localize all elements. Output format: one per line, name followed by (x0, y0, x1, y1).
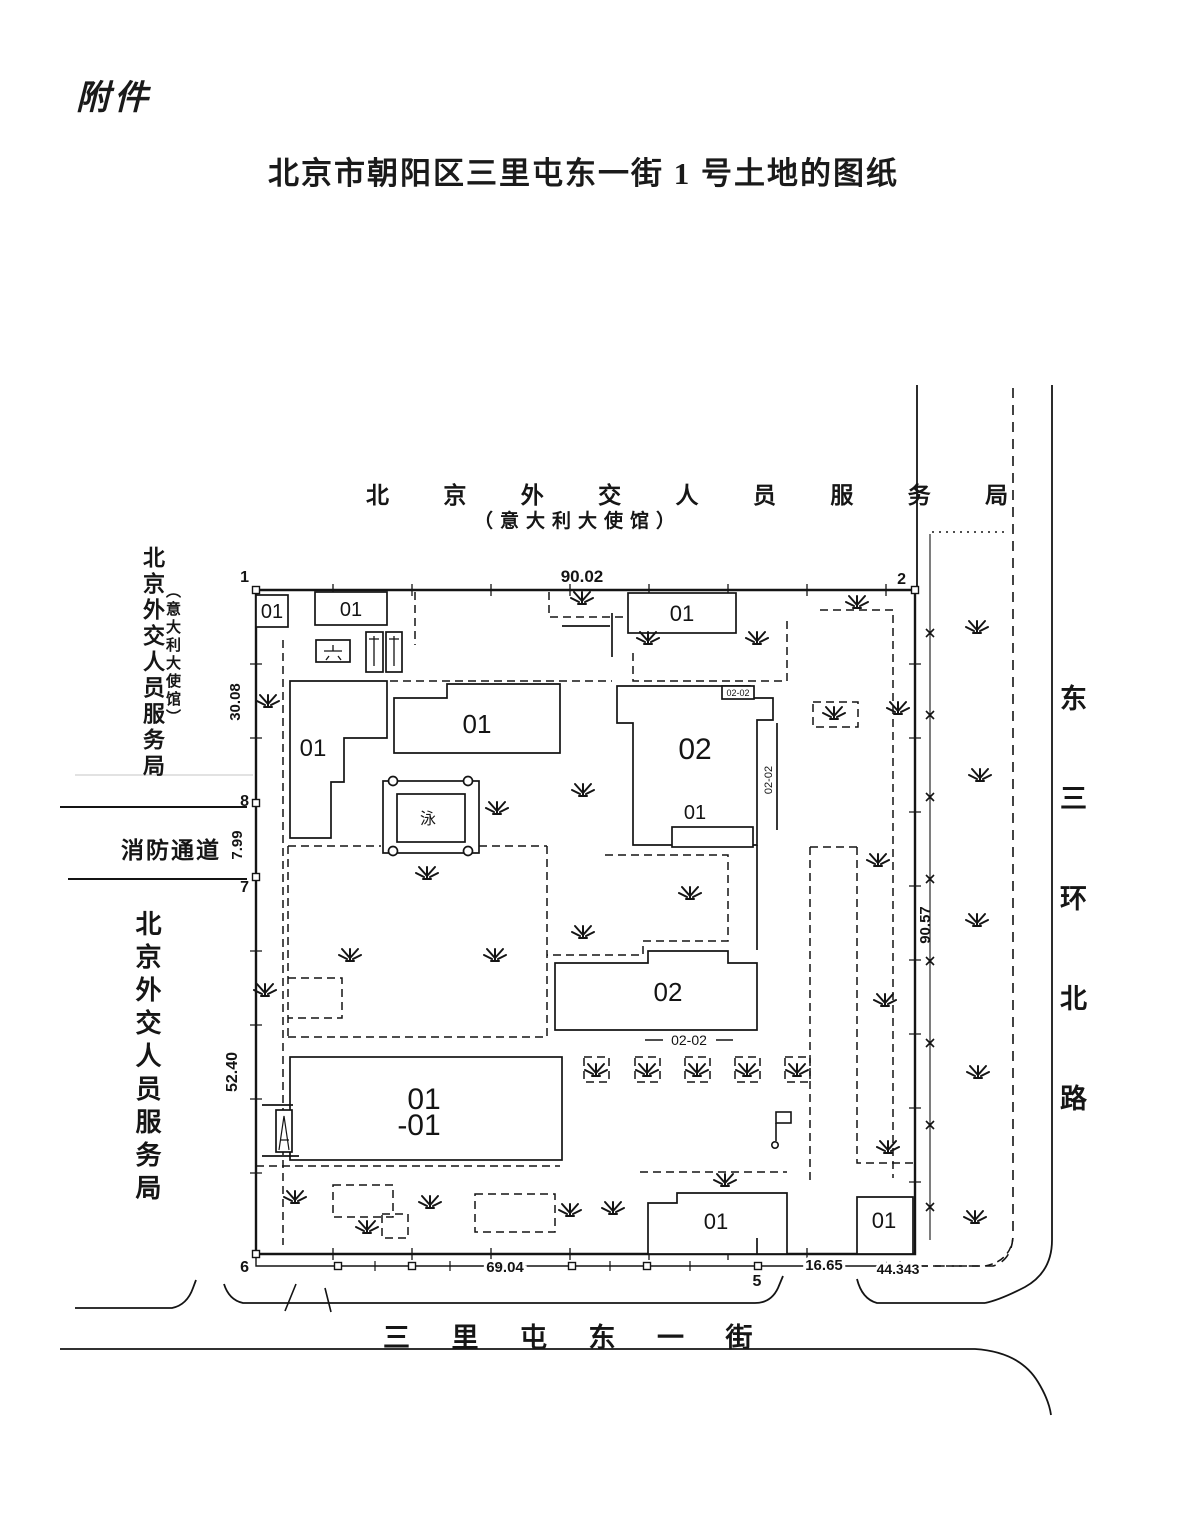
dim-bottom-mid: 16.65 (805, 1257, 843, 1274)
fire-lane-label: 消防通道 (121, 837, 221, 863)
attachment-label: 附件 (76, 80, 152, 117)
dim-bottom-right: 44.343 (877, 1261, 920, 1277)
parcel-boundary (250, 584, 921, 1271)
point-2: 2 (897, 571, 906, 588)
building-label-01-a: 01 (261, 601, 283, 623)
road-lines (60, 385, 1053, 1416)
building-label-minus01: -01 (397, 1109, 440, 1142)
dim-right: 90.57 (917, 906, 934, 944)
dim-left-mid: 7.99 (229, 830, 246, 859)
dim-left-lower: 52.40 (224, 1052, 241, 1092)
building-label-01-g: 01 (463, 709, 492, 739)
street-label-sanlitun: 三 里 屯 东 一 街 (383, 1323, 770, 1353)
dim-top: 90.02 (561, 567, 604, 586)
unit-0202-lower-label: 02-02 (671, 1032, 707, 1048)
road-label-east-third-ring: 东三环北路 (1056, 684, 1086, 1184)
point-6: 6 (240, 1259, 249, 1276)
point-7: 7 (240, 879, 249, 896)
pool-label: 泳 (420, 810, 436, 828)
building-label-01-b: 01 (340, 599, 362, 621)
building-label-01-basement-top: 01 (407, 1083, 440, 1116)
building-label-01-f: 01 (300, 735, 327, 762)
point-8: 8 (240, 793, 249, 810)
building-label-01-south: 01 (704, 1209, 728, 1234)
building-label-01-e: 01 (670, 601, 694, 626)
building-label-02-upper: 02 (678, 733, 711, 766)
dim-bottom-left: 69.04 (486, 1259, 524, 1276)
flag-marker (770, 1111, 792, 1150)
point-5: 5 (753, 1273, 762, 1290)
unit-0202-corridor-label: 02-02 (763, 766, 775, 794)
neighbor-label-left-org-upper-sub: （意大利大使馆） (164, 583, 181, 727)
neighbor-label-left-org-lower: 北京外交人员服务局 (132, 910, 162, 1207)
unit-0202-box-label: 02-02 (726, 688, 749, 698)
buildings (255, 591, 914, 1255)
dashed-fences (256, 592, 1014, 1267)
point-1: 1 (240, 569, 249, 586)
neighbor-label-top-org: 北 京 外 交 人 员 服 务 局 (366, 482, 1033, 508)
neighbor-label-left-org-upper: 北京外交人员服务局 (140, 546, 165, 780)
page-title: 北京市朝阳区三里屯东一街 1 号土地的图纸 (268, 156, 899, 191)
building-label-02-lower: 02 (654, 977, 683, 1007)
building-label-01-southeast: 01 (872, 1208, 896, 1233)
dim-left-upper: 30.08 (227, 683, 244, 721)
building-label-01-j: 01 (684, 802, 706, 824)
neighbor-label-top-org-sub: （意大利大使馆） (474, 511, 683, 532)
